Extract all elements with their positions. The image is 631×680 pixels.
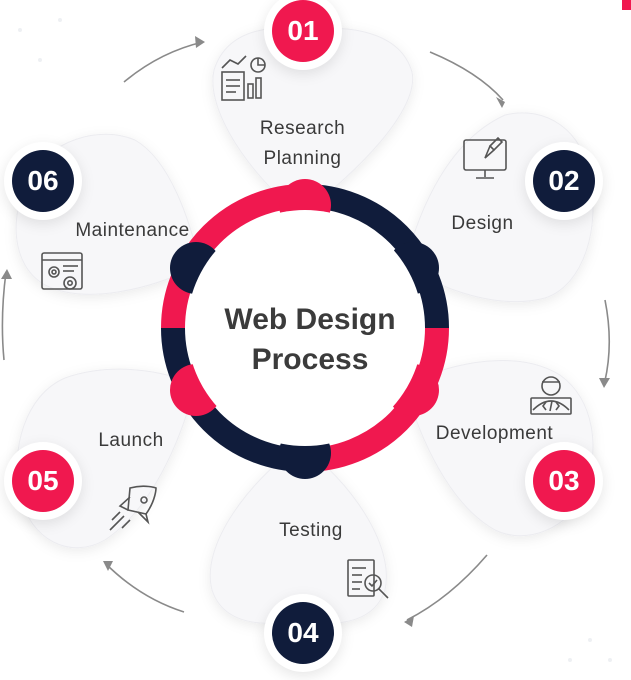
step-04-badge: 04: [272, 602, 334, 664]
step-05-label: Launch: [98, 430, 164, 451]
rocket-icon: [109, 485, 157, 531]
center-ring: [161, 179, 449, 479]
developer-laptop-icon: [530, 376, 572, 415]
document-magnifier-icon: [347, 559, 389, 599]
flow-arrows: [1, 41, 611, 621]
center-title-line2: Process: [251, 343, 369, 376]
arrow-03-to-04: [406, 554, 488, 621]
step-03-badge: 03: [533, 450, 595, 512]
arrow-04-to-05: [104, 562, 185, 613]
research-chart-icon: [221, 55, 266, 101]
arrow-05-to-06: [1, 271, 7, 361]
arrow-heads: [1, 36, 610, 627]
center-title: Web Design Process: [190, 300, 430, 380]
browser-gear-icon: [41, 252, 83, 290]
step-06-badge: 06: [12, 150, 74, 212]
step-03-label: Development: [435, 423, 554, 444]
step-06-label: Maintenance: [75, 220, 190, 241]
monitor-brush-icon: [463, 136, 507, 179]
step-01-badge: 01: [272, 0, 334, 62]
step-05-badge: 05: [12, 450, 74, 512]
arrow-02-to-03: [603, 299, 611, 386]
step-02-label: Design: [451, 213, 514, 234]
step-01-label-line1: Research: [259, 118, 346, 139]
arrow-01-to-02: [429, 51, 504, 101]
step-01-label-line2: Planning: [263, 148, 342, 169]
background-dots: [18, 18, 612, 662]
step-01-label: Research Planning: [245, 114, 360, 174]
corner-accent-mark: [622, 0, 631, 10]
center-title-line1: Web Design: [224, 303, 396, 336]
step-02-badge: 02: [533, 150, 595, 212]
arrow-06-to-01: [123, 41, 204, 83]
step-04-label: Testing: [279, 520, 343, 541]
